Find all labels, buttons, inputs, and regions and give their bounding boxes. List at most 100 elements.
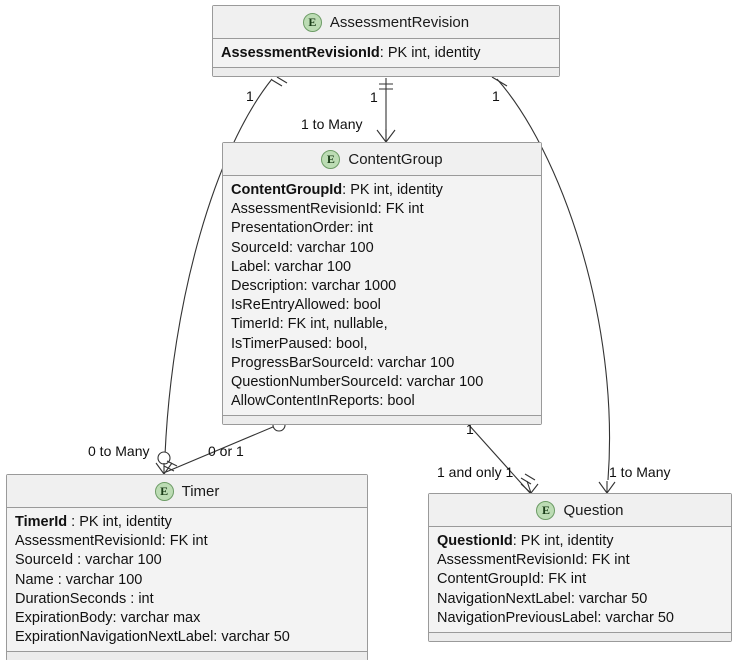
rel-label-revision-question-far: 1 to Many (609, 464, 671, 480)
attribute-row: SourceId: varchar 100 (231, 239, 533, 258)
attribute-type: : varchar 50 (213, 629, 290, 646)
attribute-row: NavigationNextLabel: varchar 50 (437, 590, 723, 609)
attribute-row: ContentGroupId: PK int, identity (231, 181, 533, 200)
attribute-type: : bool (345, 297, 381, 314)
attribute-row: Description: varchar 1000 (231, 277, 533, 296)
entity-badge-icon: E (154, 481, 174, 501)
marker-one-and-only-one-timer-cg (163, 460, 178, 472)
attribute-row: ExpirationNavigationNextLabel: varchar 5… (15, 628, 359, 647)
entity-body-assessment-revision: AssessmentRevisionId: PK int, identity (213, 39, 559, 69)
attribute-name: SourceId (15, 552, 74, 569)
entity-body-question: QuestionId: PK int, identity AssessmentR… (429, 527, 731, 634)
attribute-type: : varchar 50 (570, 590, 648, 607)
attribute-name: QuestionId (437, 533, 513, 549)
attribute-type: : varchar 1000 (303, 278, 397, 295)
attribute-type: : int (349, 220, 373, 237)
attribute-type: : varchar 100 (289, 239, 374, 256)
attribute-name: TimerId (231, 316, 280, 333)
marker-crowsfoot-cg (376, 129, 396, 143)
marker-crowsfoot-timer (155, 462, 173, 475)
attribute-name: QuestionNumberSourceId (231, 374, 399, 391)
marker-one-tick-question-left (520, 473, 536, 485)
attribute-row: ExpirationBody: varchar max (15, 609, 359, 628)
entity-footer (223, 416, 541, 425)
attribute-name: IsReEntryAllowed (231, 297, 346, 314)
attribute-name: AssessmentRevisionId (221, 45, 380, 61)
entity-header-timer: E Timer (7, 475, 367, 508)
attribute-type: : varchar 100 (398, 374, 484, 391)
rel-label-revision-question-near: 1 (492, 88, 500, 104)
attribute-row: DurationSeconds : int (15, 590, 359, 609)
entity-assessment-revision[interactable]: E AssessmentRevision AssessmentRevisionI… (212, 5, 560, 78)
rel-label-revision-timer-near: 1 (246, 88, 254, 104)
entity-badge-icon: E (302, 12, 322, 32)
entity-footer (7, 652, 367, 660)
attribute-name: NavigationPreviousLabel (437, 609, 598, 626)
attribute-type: : bool (379, 393, 415, 410)
attribute-type: : int (126, 590, 154, 607)
edge-contentgroup-question (467, 423, 531, 494)
entity-badge-icon: E (321, 149, 341, 169)
entity-header-assessment-revision: E AssessmentRevision (213, 6, 559, 39)
attribute-row: PresentationOrder: int (231, 219, 533, 238)
entity-header-content-group: E ContentGroup (223, 143, 541, 176)
rel-label-contentgroup-question-near: 1 (466, 421, 474, 437)
attribute-name: NavigationNextLabel (437, 590, 571, 607)
attribute-row: Label: varchar 100 (231, 258, 533, 277)
attribute-row: AllowContentInReports: bool (231, 392, 533, 411)
attribute-row: ProgressBarSourceId: varchar 100 (231, 354, 533, 373)
attribute-type: : FK int (377, 201, 424, 218)
entity-footer (213, 68, 559, 77)
attribute-row: AssessmentRevisionId: FK int (15, 532, 359, 551)
entity-title: ContentGroup (348, 150, 443, 168)
attribute-name: PresentationOrder (231, 220, 350, 237)
entity-title: Question (563, 501, 624, 519)
attribute-row: QuestionNumberSourceId: varchar 100 (231, 373, 533, 392)
attribute-name: ExpirationNavigationNextLabel (15, 629, 214, 646)
attribute-row: QuestionId: PK int, identity (437, 532, 723, 551)
entity-title: AssessmentRevision (329, 13, 470, 31)
attribute-row: TimerId: FK int, nullable, (231, 315, 533, 334)
attribute-type: : PK int, identity (67, 514, 172, 530)
marker-one-and-only-one-rev-timer (271, 76, 288, 87)
rel-label-revision-contentgroup-far: 1 to Many (301, 116, 363, 132)
attribute-row: IsTimerPaused: bool, (231, 335, 533, 354)
marker-crowsfoot-question-right (598, 481, 616, 494)
attribute-name: Label (231, 258, 267, 275)
entity-body-content-group: ContentGroupId: PK int, identity Assessm… (223, 176, 541, 417)
attribute-name: Description (231, 278, 304, 295)
attribute-type: : FK int (161, 533, 208, 550)
attribute-name: ExpirationBody (15, 610, 113, 627)
attribute-type: : PK int, identity (512, 533, 614, 549)
rel-label-revision-timer-far: 0 to Many (88, 443, 150, 459)
attribute-name: ContentGroupId (231, 182, 343, 198)
marker-crowsfoot-question-left (520, 480, 539, 494)
attribute-name: AssessmentRevisionId (231, 201, 378, 218)
attribute-type: : varchar 100 (369, 354, 455, 371)
attribute-type: : varchar 100 (53, 571, 143, 588)
entity-question[interactable]: E Question QuestionId: PK int, identity … (428, 493, 732, 643)
attribute-name: SourceId (231, 239, 290, 256)
attribute-name: AllowContentInReports (231, 393, 380, 410)
attribute-type: : PK int, identity (342, 182, 443, 198)
attribute-row: NavigationPreviousLabel: varchar 50 (437, 609, 723, 628)
attribute-type: : varchar 100 (73, 552, 162, 569)
marker-zero-circle-timer (157, 451, 171, 465)
rel-label-contentgroup-timer-far: 0 or 1 (208, 443, 244, 459)
attribute-type: : bool, (327, 335, 368, 352)
entity-timer[interactable]: E Timer TimerId : PK int, identity Asses… (6, 474, 368, 660)
attribute-type: : FK int, nullable, (279, 316, 388, 333)
attribute-row: TimerId : PK int, identity (15, 513, 359, 532)
attribute-name: IsTimerPaused (231, 335, 328, 352)
entity-title: Timer (181, 482, 220, 500)
attribute-name: AssessmentRevisionId (15, 533, 162, 550)
entity-footer (429, 633, 731, 642)
attribute-type: : varchar 100 (266, 258, 352, 275)
attribute-type: : PK int, identity (379, 45, 481, 61)
marker-one-and-only-one-rev-question (491, 76, 508, 87)
entity-content-group[interactable]: E ContentGroup ContentGroupId: PK int, i… (222, 142, 542, 426)
attribute-row: AssessmentRevisionId: FK int (231, 200, 533, 219)
rel-label-revision-contentgroup-near: 1 (370, 89, 378, 105)
entity-badge-icon: E (536, 500, 556, 520)
